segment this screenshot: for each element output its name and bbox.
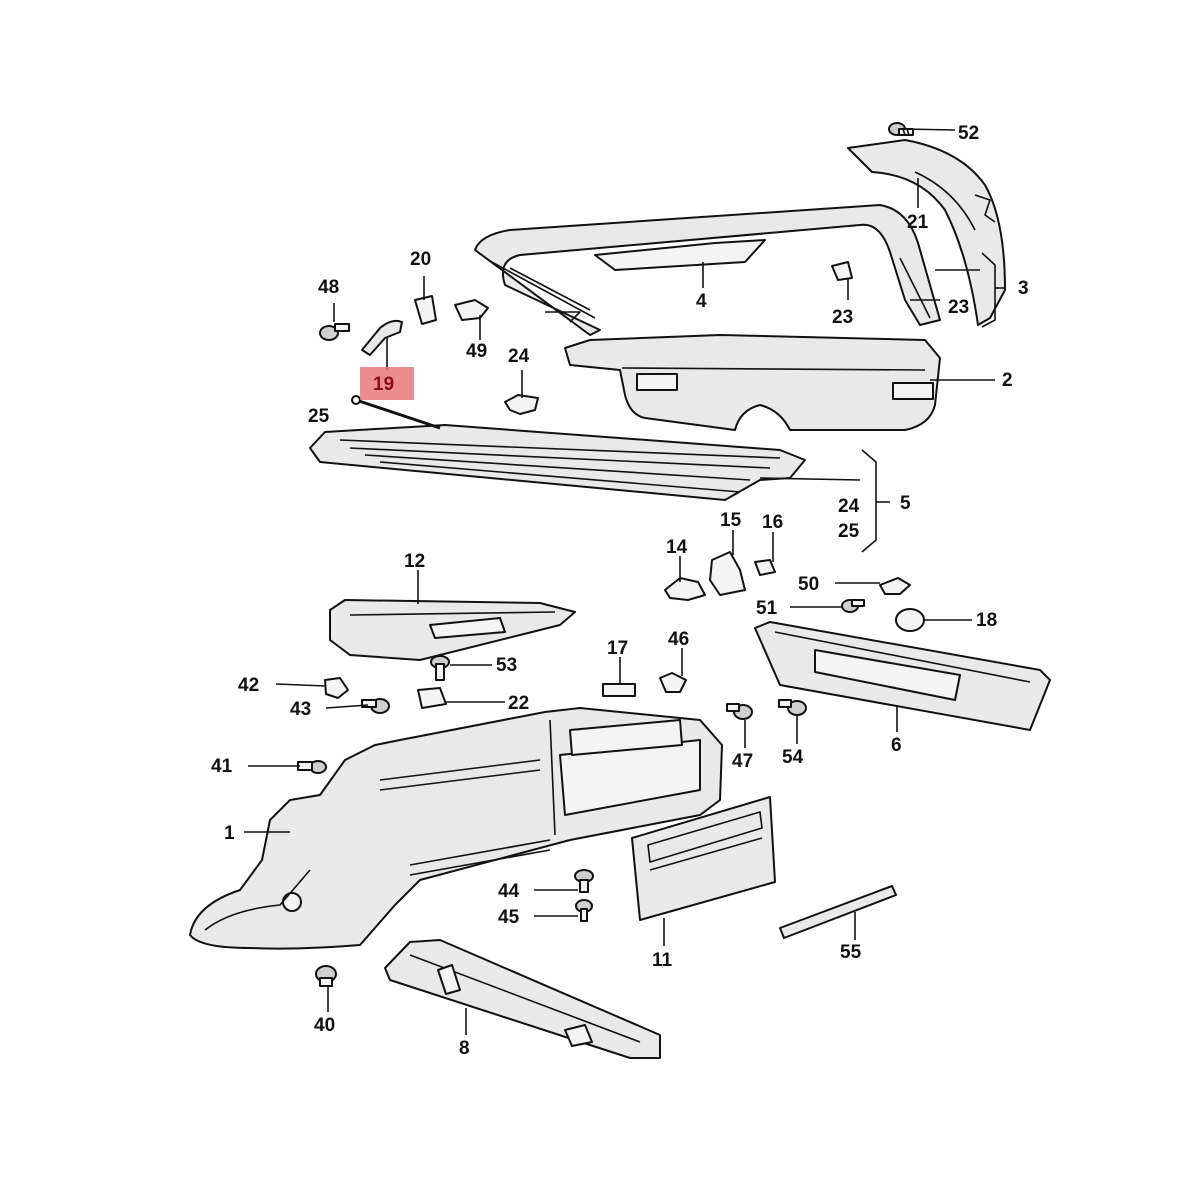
part-5-parcel-shelf [309, 424, 806, 501]
label-55: 55 [840, 942, 862, 963]
label-23-a: 23 [832, 307, 853, 328]
label-2: 2 [1002, 370, 1013, 391]
part-25-rod [351, 395, 441, 430]
label-14: 14 [666, 537, 688, 558]
label-51: 51 [756, 598, 778, 619]
label-45: 45 [498, 907, 520, 928]
part-19-strap [361, 319, 403, 356]
label-49: 49 [466, 341, 487, 362]
label-19-highlighted: 19 [373, 374, 394, 395]
label-47: 47 [732, 751, 753, 772]
part-17-pad [602, 683, 636, 697]
part-14-clip [664, 577, 706, 601]
part-42-clip [324, 677, 349, 699]
label-43: 43 [290, 699, 311, 720]
part-22-cap [417, 687, 447, 709]
label-44: 44 [498, 881, 520, 902]
label-18: 18 [976, 610, 997, 631]
part-24-clip [504, 394, 539, 415]
label-17: 17 [607, 638, 628, 659]
label-40: 40 [314, 1015, 335, 1036]
label-54: 54 [782, 747, 804, 768]
part-23-clip [831, 261, 853, 281]
part-11-access-cover [631, 796, 776, 921]
label-21: 21 [907, 212, 929, 233]
label-1: 1 [224, 823, 235, 844]
part-50-clip [879, 577, 911, 595]
label-22: 22 [508, 693, 529, 714]
part-54-screw [778, 699, 807, 716]
label-48: 48 [318, 277, 339, 298]
label-53: 53 [496, 655, 517, 676]
label-23-b: 23 [948, 297, 969, 318]
label-25-a: 25 [308, 406, 330, 427]
group-brackets [861, 252, 1005, 553]
highlight-box [360, 367, 414, 400]
label-3: 3 [1018, 278, 1029, 299]
part-55-strip [779, 885, 897, 939]
part-40-fastener [315, 965, 337, 987]
callout-labels: 52 21 20 48 4 3 23 23 49 24 19 2 25 24 5… [211, 123, 1029, 1059]
label-42: 42 [238, 675, 259, 696]
part-18-cap [895, 608, 925, 632]
part-49-clip [454, 299, 489, 321]
part-12-side-trim [329, 599, 576, 661]
part-53-screw [430, 655, 450, 681]
part-21-trim-strip [847, 139, 1006, 326]
part-48-screw [319, 323, 350, 341]
label-50: 50 [798, 574, 819, 595]
part-6-rear-panel [754, 621, 1051, 731]
label-20: 20 [410, 249, 431, 270]
label-24-b: 24 [838, 496, 860, 517]
part-20-clip [414, 295, 437, 325]
leader-lines [244, 128, 995, 1035]
part-4-window-frame [474, 204, 941, 336]
part-1-side-panel [189, 707, 723, 950]
label-46: 46 [668, 629, 689, 650]
part-51-screw [841, 599, 865, 613]
part-2-tailgate-panel [564, 334, 941, 431]
part-8-floor-rail [384, 939, 661, 1059]
label-6: 6 [891, 735, 902, 756]
part-41-fastener [297, 760, 327, 774]
part-46-clip [659, 672, 687, 693]
label-5: 5 [900, 493, 911, 514]
part-45-screw [575, 899, 593, 922]
part-43-screw [361, 698, 390, 714]
label-16: 16 [762, 512, 783, 533]
label-4: 4 [696, 291, 707, 312]
label-25-b: 25 [838, 521, 860, 542]
label-24-a: 24 [508, 346, 530, 367]
part-47-screw [726, 703, 753, 720]
part-44-screw [574, 869, 594, 893]
label-11: 11 [652, 950, 673, 971]
label-52: 52 [958, 123, 979, 144]
part-16-clip [754, 559, 776, 576]
label-12: 12 [404, 551, 425, 572]
label-41: 41 [211, 756, 233, 777]
part-15-bracket [709, 551, 746, 596]
label-8: 8 [459, 1038, 470, 1059]
label-15: 15 [720, 510, 742, 531]
